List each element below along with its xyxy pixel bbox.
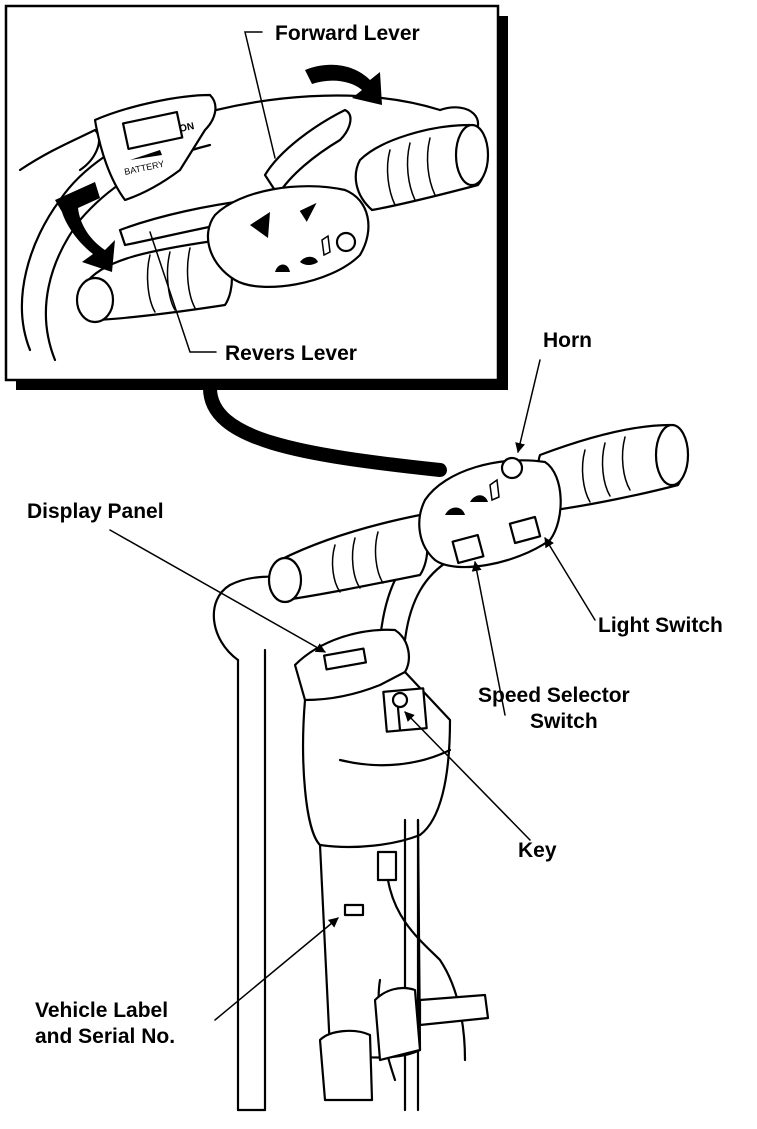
key — [391, 691, 409, 709]
control-pod — [418, 456, 562, 569]
speed-selector-switch — [451, 533, 485, 565]
control-pod-inset — [206, 185, 370, 288]
speed-selector-label-line2: Switch — [530, 710, 598, 733]
vehicle-label-line1: Vehicle Label — [35, 999, 168, 1022]
light-switch — [508, 515, 542, 545]
vehicle-label-plate — [343, 903, 365, 917]
horn-label: Horn — [543, 329, 592, 352]
left-grip — [267, 513, 429, 604]
horn-button — [500, 456, 524, 480]
forward-lever-inset — [263, 108, 352, 197]
speed-selector-label-line1: Speed Selector — [478, 684, 630, 707]
console — [293, 628, 490, 1102]
display-panel-label: Display Panel — [27, 500, 164, 523]
right-grip — [537, 423, 690, 512]
on-text: ON — [178, 121, 195, 135]
display-panel — [322, 647, 368, 671]
reverse-arrow-inset — [55, 182, 115, 272]
light-switch-label: Light Switch — [598, 614, 723, 637]
forward-lever-label: Forward Lever — [275, 22, 420, 45]
forward-arrow-inset — [305, 64, 382, 105]
inset-connector — [203, 381, 447, 477]
tiller-main: Horn Display Panel Light Switch Speed Se… — [27, 329, 723, 1112]
revers-lever-label: Revers Lever — [225, 342, 357, 365]
key-label: Key — [518, 839, 557, 862]
inset-detail: ON BATTERY Forward Lever Revers Lever — [4, 4, 508, 390]
right-grip-inset — [354, 123, 490, 212]
battery-display-inset: ON BATTERY — [93, 93, 217, 202]
vehicle-label-line2: and Serial No. — [35, 1025, 175, 1048]
